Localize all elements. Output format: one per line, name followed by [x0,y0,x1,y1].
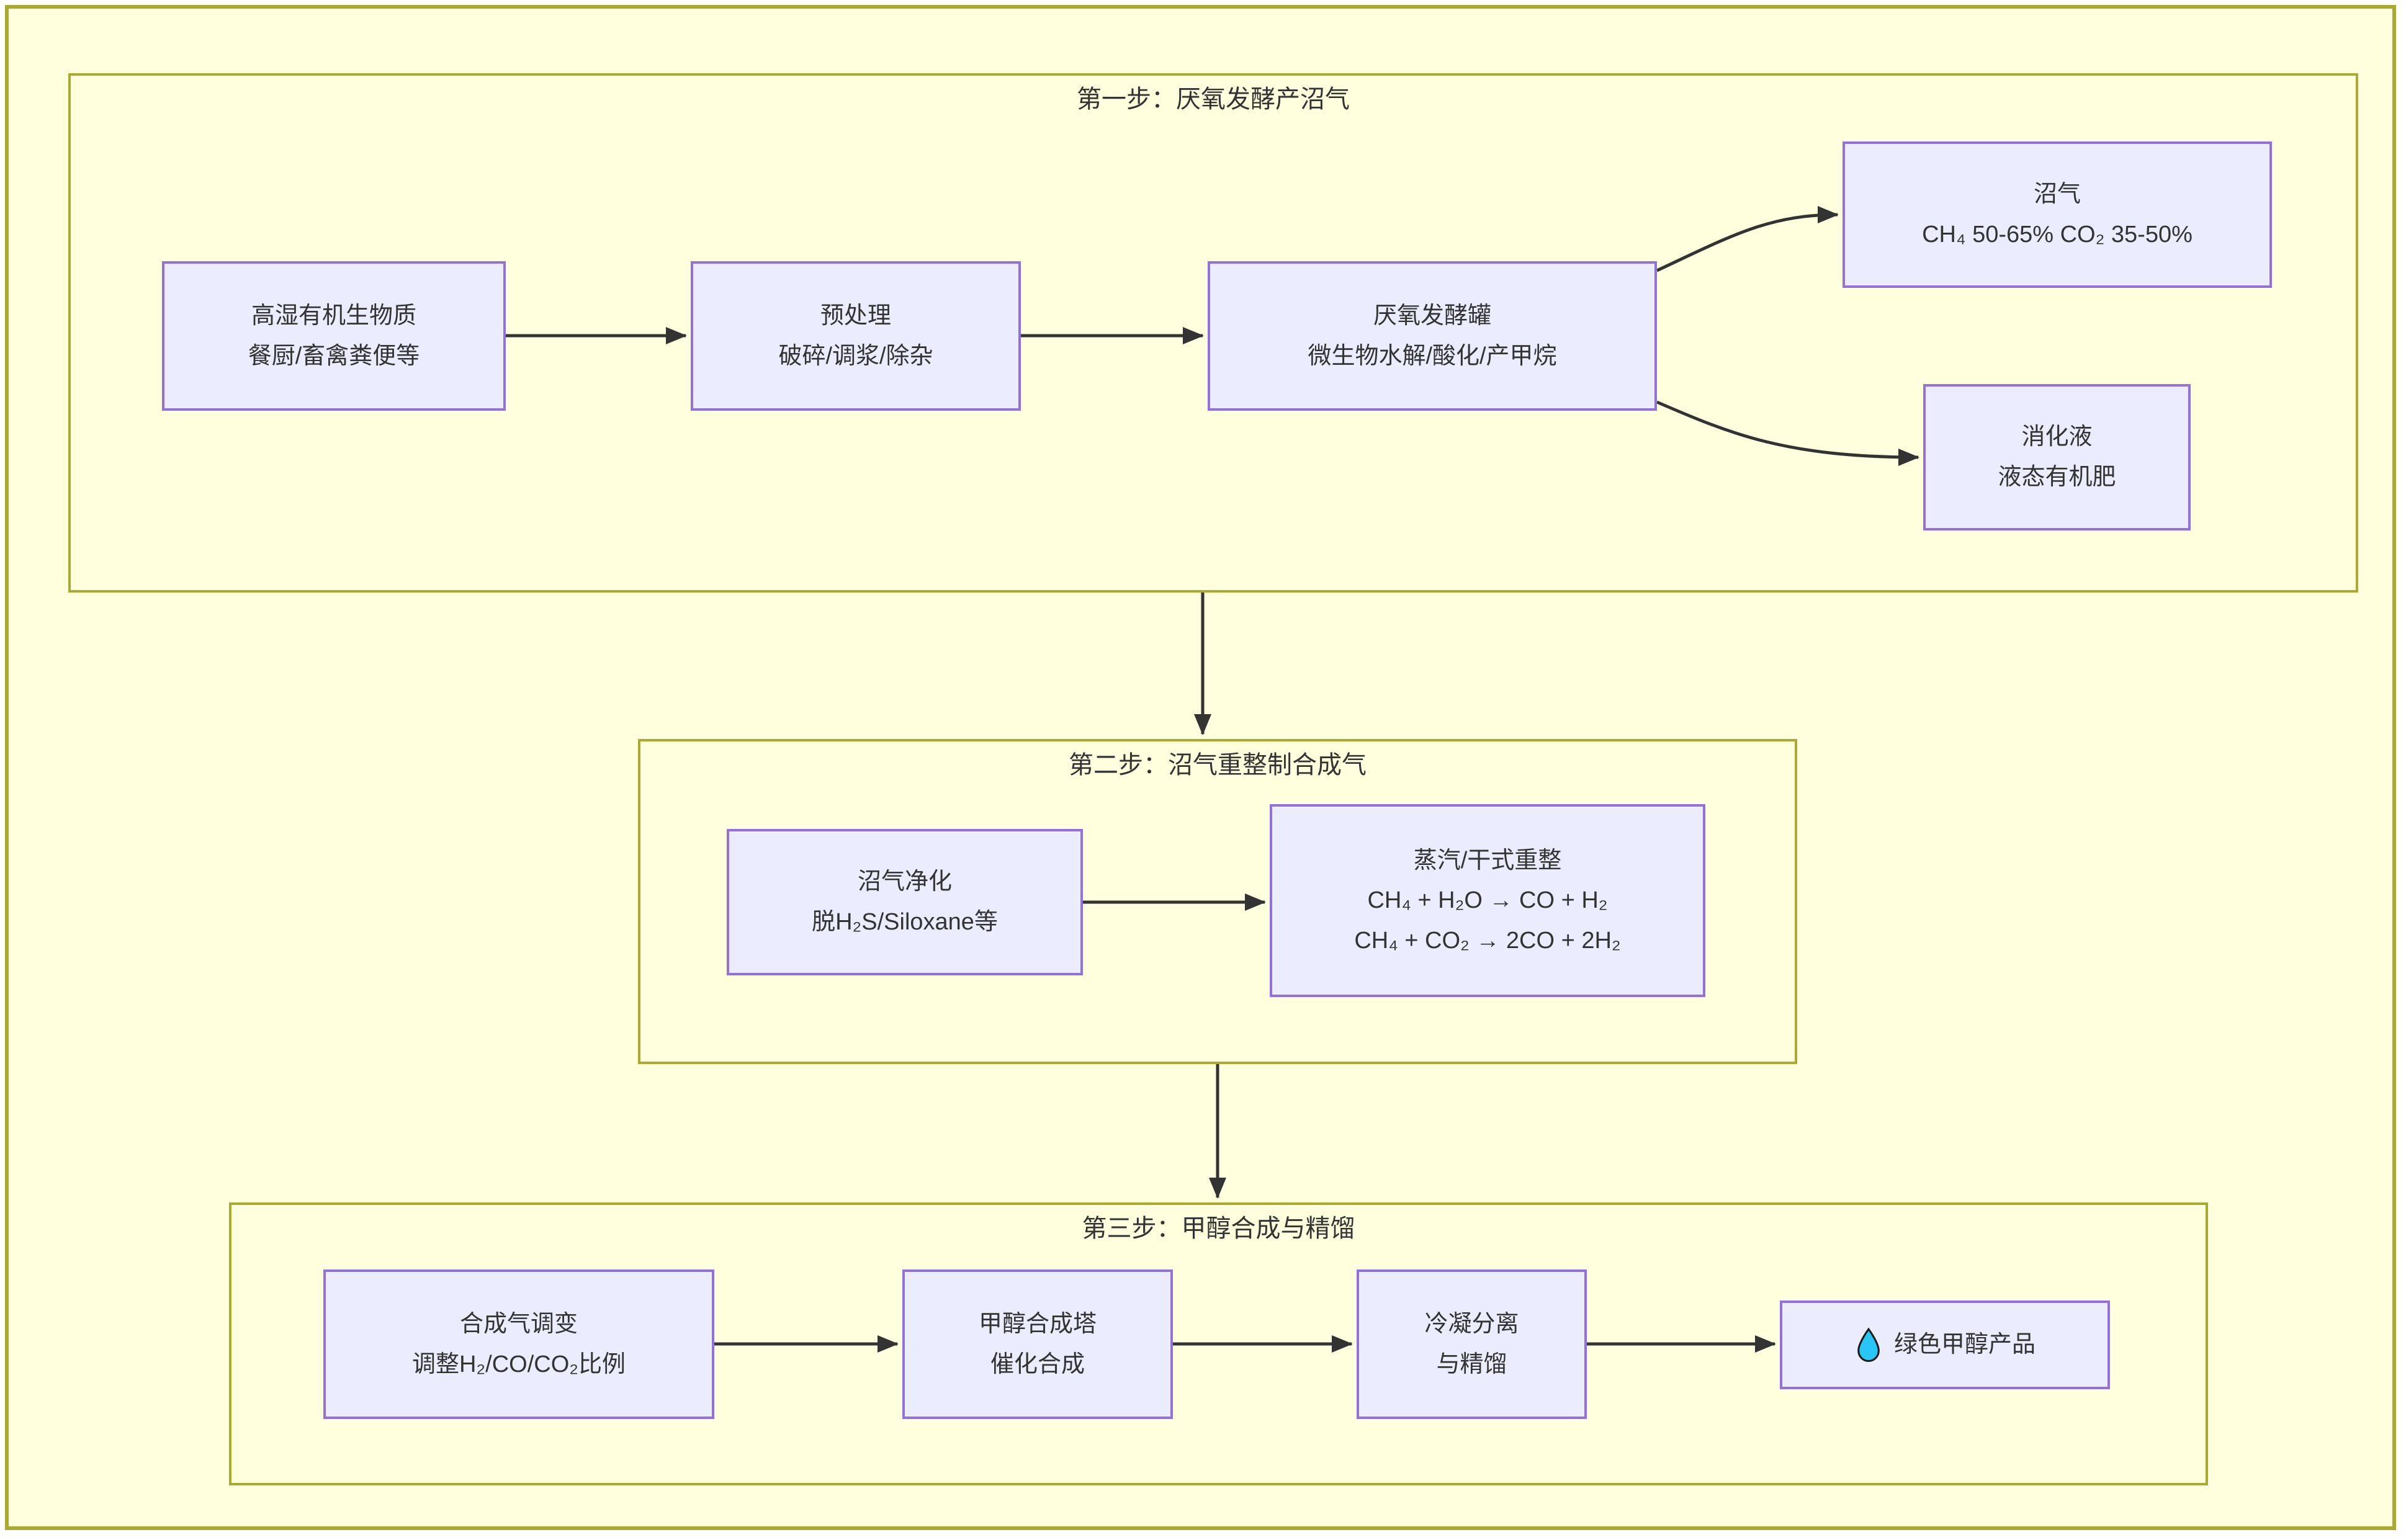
section-step1-title: 第一步：厌氧发酵产沼气 [1077,86,1350,113]
section-step2: 第二步：沼气重整制合成气 [638,739,1797,1064]
droplet-icon [1857,1327,1880,1362]
node-pretreatment-line1: 预处理 [820,302,891,329]
node-feedstock: 高湿有机生物质 餐厨/畜禽粪便等 [162,261,506,411]
node-syngas-adjust-line2: 调整H₂/CO/CO₂比例 [411,1351,626,1377]
node-condensation-line1: 冷凝分离 [1424,1310,1519,1337]
node-condensation-line2: 与精馏 [1436,1351,1507,1377]
node-digestate-line2: 液态有机肥 [1998,464,2116,490]
node-digester: 厌氧发酵罐 微生物水解/酸化/产甲烷 [1208,261,1657,411]
node-synthesis: 甲醇合成塔 催化合成 [902,1269,1173,1419]
node-synthesis-line2: 催化合成 [990,1351,1085,1377]
node-purification-line1: 沼气净化 [857,869,952,895]
node-reforming-line2: CH₄ + H₂O → CO + H₂ [1367,887,1608,914]
section-step2-title: 第二步：沼气重整制合成气 [1069,751,1367,779]
node-syngas-adjust-line1: 合成气调变 [459,1310,578,1337]
section-step3: 第三步：甲醇合成与精馏 [229,1202,2208,1485]
node-purification-line2: 脱H₂S/Siloxane等 [812,909,998,935]
node-condensation: 冷凝分离 与精馏 [1357,1269,1587,1419]
node-biogas-line2: CH₄ 50-65% CO₂ 35-50% [1922,222,2193,248]
node-pretreatment: 预处理 破碎/调浆/除杂 [691,261,1021,411]
node-biogas-line1: 沼气 [2033,181,2081,208]
node-reforming-line3: CH₄ + CO₂ → 2CO + 2H₂ [1354,927,1621,954]
node-digestate: 消化液 液态有机肥 [1923,384,2191,530]
node-syngas-adjust: 合成气调变 调整H₂/CO/CO₂比例 [323,1269,714,1419]
node-digester-line1: 厌氧发酵罐 [1373,302,1491,329]
node-feedstock-line1: 高湿有机生物质 [251,302,416,329]
node-purification: 沼气净化 脱H₂S/Siloxane等 [727,829,1083,975]
node-feedstock-line2: 餐厨/畜禽粪便等 [248,342,420,369]
node-digester-line2: 微生物水解/酸化/产甲烷 [1308,342,1557,369]
node-synthesis-line1: 甲醇合成塔 [978,1310,1097,1337]
node-product: 绿色甲醇产品 [1780,1300,2110,1389]
section-step1: 第一步：厌氧发酵产沼气 [68,73,2358,593]
node-reforming-line1: 蒸汽/干式重整 [1413,847,1562,874]
node-product-label: 绿色甲醇产品 [1893,1332,2036,1358]
node-pretreatment-line2: 破碎/调浆/除杂 [778,342,933,369]
node-digestate-line1: 消化液 [2021,424,2093,450]
node-biogas: 沼气 CH₄ 50-65% CO₂ 35-50% [1843,141,2272,288]
section-step3-title: 第三步：甲醇合成与精馏 [1082,1215,1355,1242]
node-reforming: 蒸汽/干式重整 CH₄ + H₂O → CO + H₂ CH₄ + CO₂ → … [1270,804,1705,997]
